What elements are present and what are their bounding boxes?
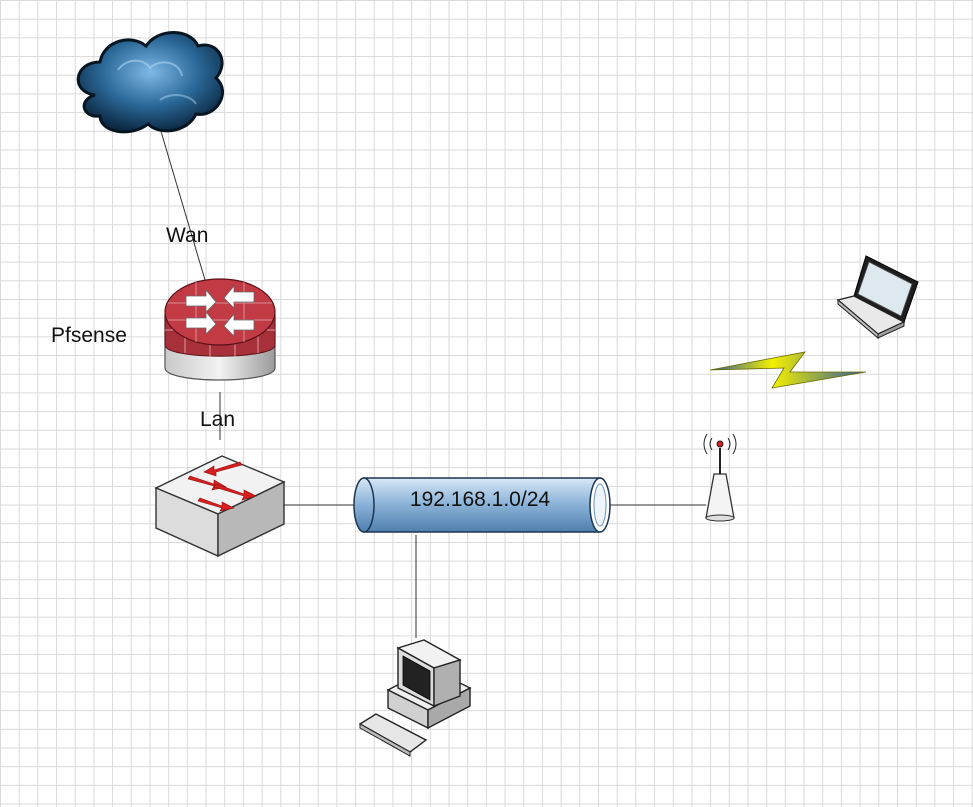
wireless-access-point-icon[interactable] bbox=[703, 433, 737, 522]
wireless-signal-bolt-icon bbox=[709, 351, 867, 389]
wan-link bbox=[159, 127, 206, 281]
network-subnet-label: 192.168.1.0/24 bbox=[409, 488, 551, 511]
connection-lines bbox=[159, 127, 706, 638]
switch-icon[interactable] bbox=[154, 455, 286, 558]
network-cylinder-icon[interactable] bbox=[353, 477, 611, 533]
cloud-icon[interactable] bbox=[76, 31, 224, 134]
laptop-icon[interactable] bbox=[836, 255, 919, 340]
wan-label: Wan bbox=[166, 224, 209, 247]
desktop-computer-icon[interactable] bbox=[358, 639, 472, 757]
lan-label: Lan bbox=[200, 408, 236, 431]
firewall-label: Pfsense bbox=[51, 324, 127, 347]
firewall-router-icon[interactable] bbox=[164, 278, 276, 381]
